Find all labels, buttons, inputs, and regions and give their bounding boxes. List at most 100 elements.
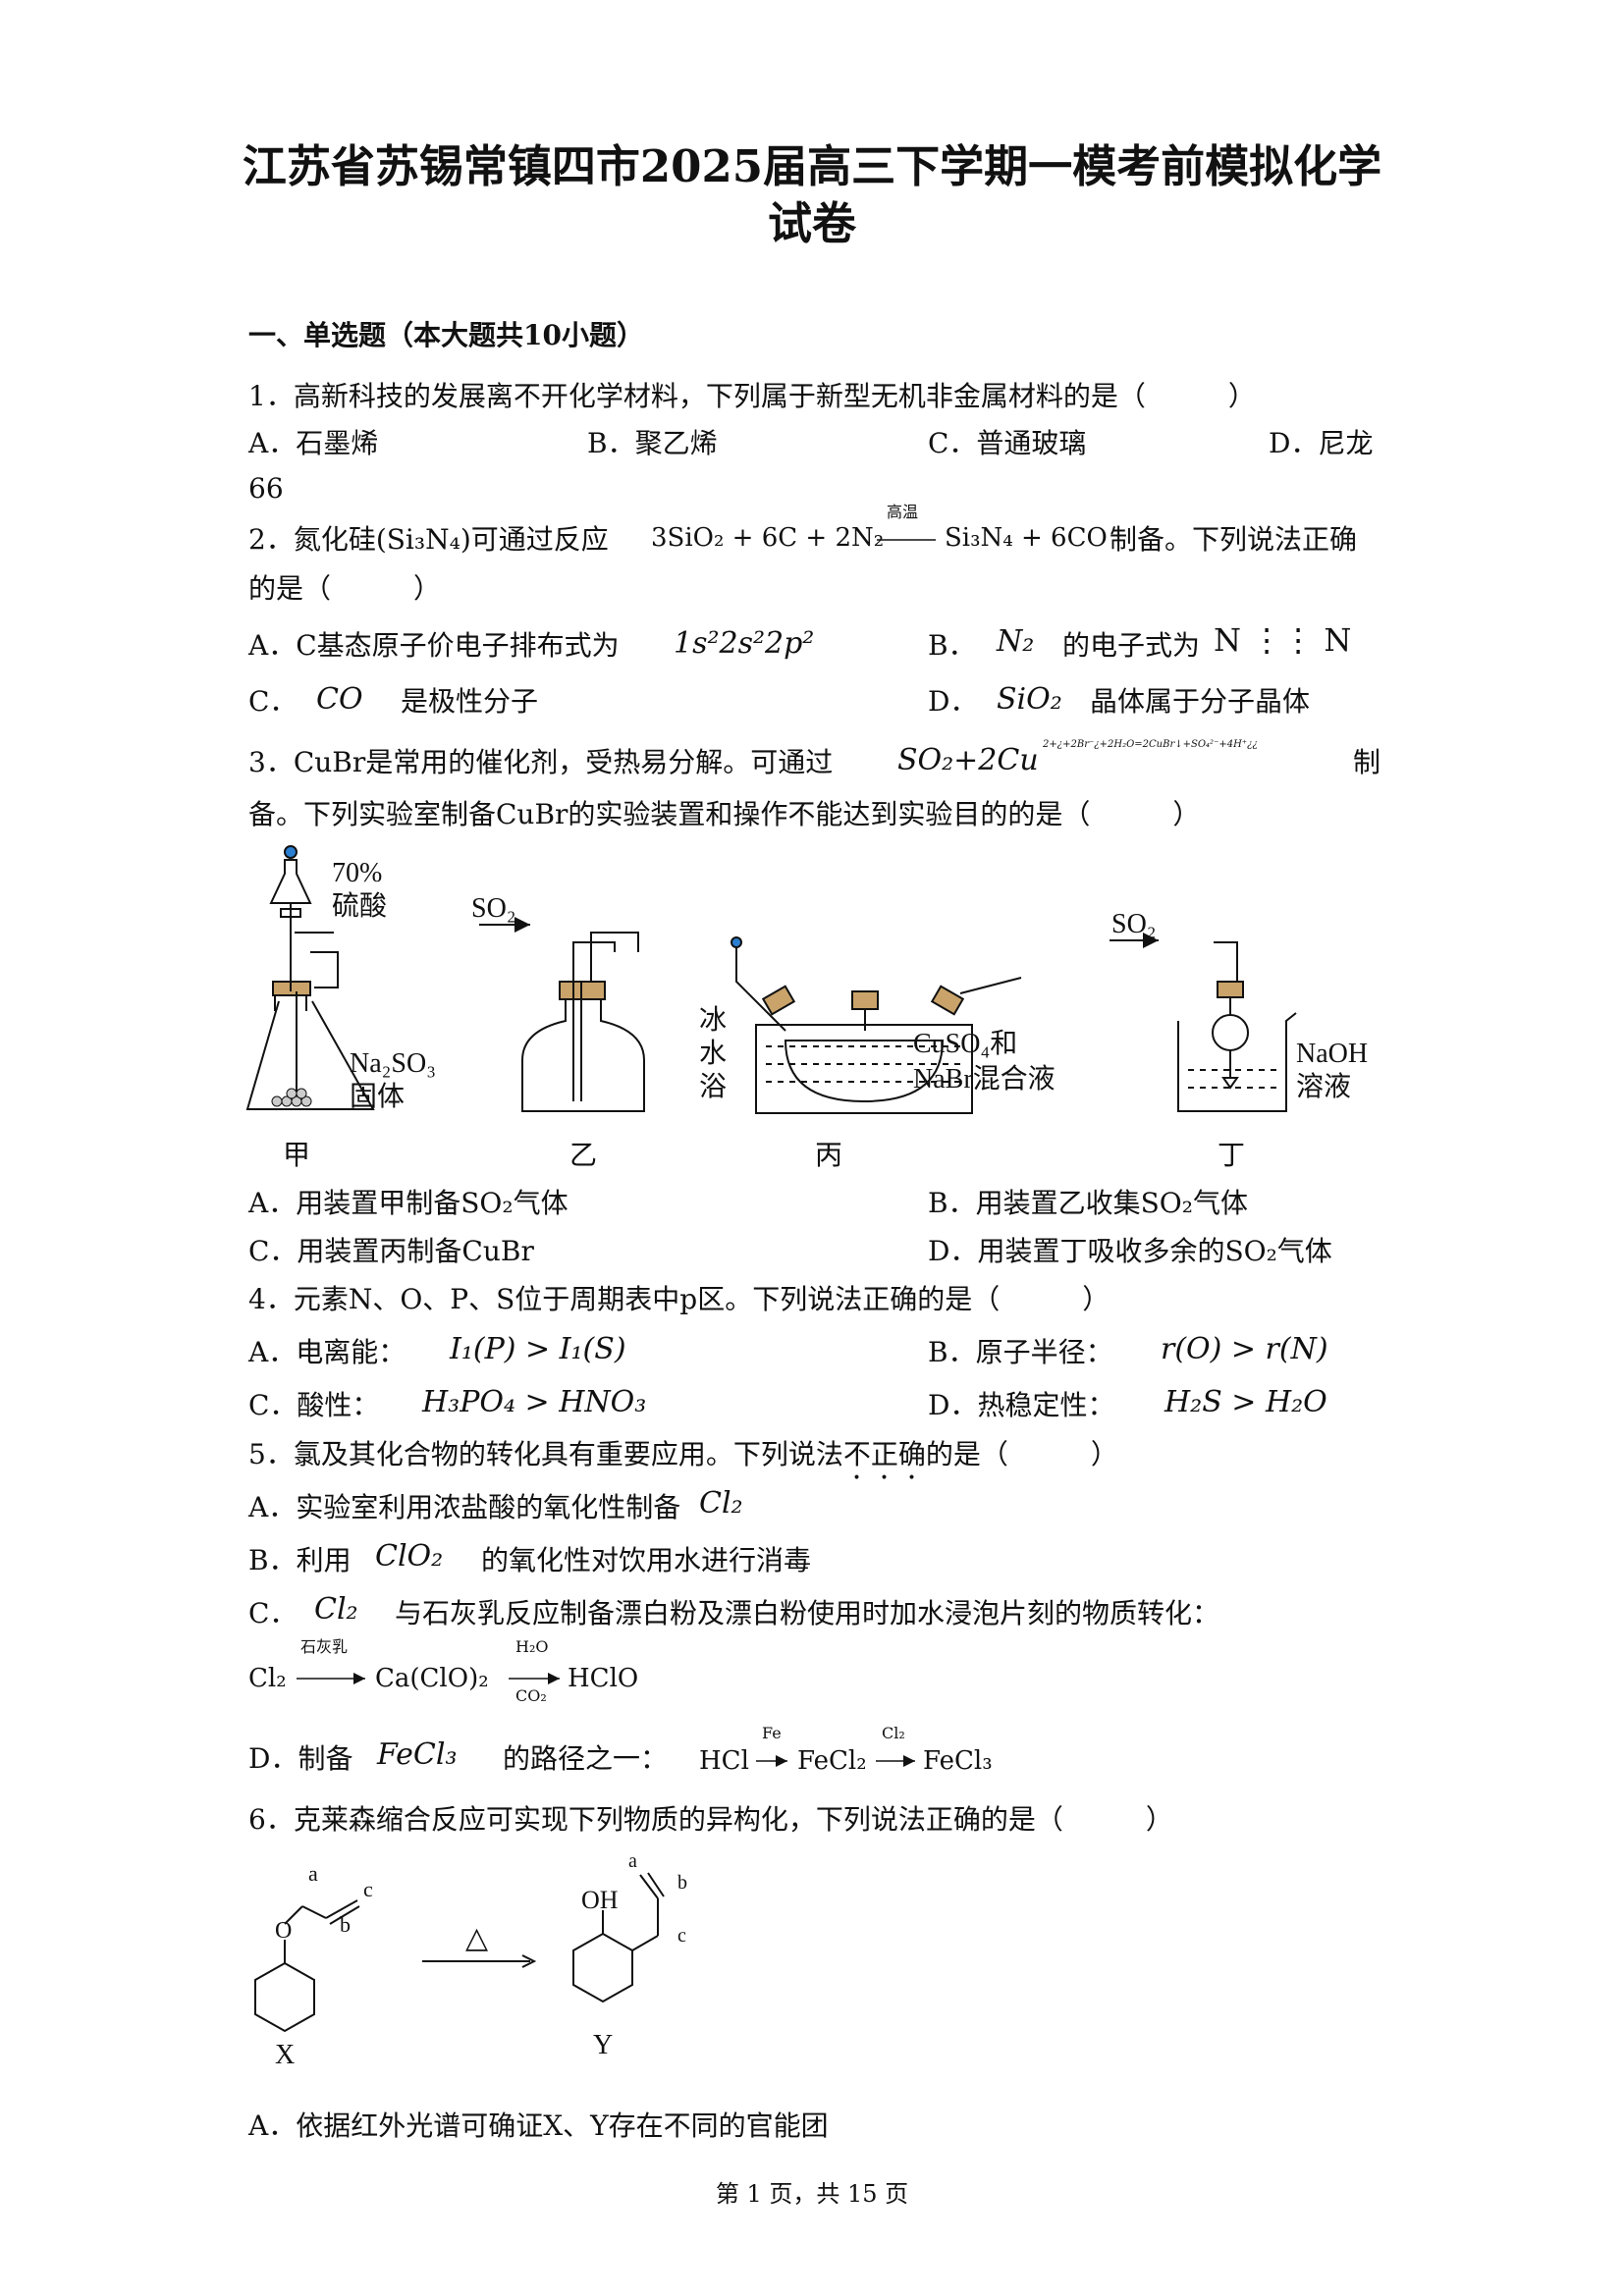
q2-option-a: A．C基态原子价电子排布式为 [248, 629, 620, 662]
label-naoh-2: 溶液 [1296, 1071, 1351, 1102]
q5-option-c-text: 与石灰乳反应制备漂白粉及漂白粉使用时加水浸泡片刻的物质转化： [395, 1597, 1220, 1629]
q4-option-a: A．电离能： [248, 1336, 406, 1368]
q2-option-b-text: 的电子式为 [1062, 629, 1201, 662]
q4-option-c-formula: H₃PO₄ > HNO₃ [422, 1385, 647, 1419]
q5-c-eq-3: HClO [568, 1664, 639, 1693]
x-label-b: b [340, 1912, 351, 1937]
q2-option-b-lewis: N ⋮⋮ N [1214, 621, 1352, 659]
q3-option-c: C．用装置丙制备CuBr [248, 1235, 534, 1267]
x-label-a: a [308, 1861, 318, 1886]
q1-option-d-cont: 66 [248, 472, 284, 505]
label-ding: 丁 [1218, 1141, 1245, 1171]
label-yi: 乙 [569, 1141, 597, 1171]
question-3-stem: 3．CuBr是常用的催化剂，受热易分解。可通过 [248, 746, 834, 778]
q5-stem-a: 5．氯及其化合物的转化具有重要应用。下列说法 [248, 1438, 843, 1470]
q5-option-b-text: 的氧化性对饮用水进行消毒 [481, 1544, 812, 1576]
q1-option-c: C．普通玻璃 [928, 427, 1087, 459]
q5-d-eq-2: FeCl₂ [797, 1746, 867, 1776]
question-2-stem-c: 的是（ ） [248, 572, 442, 605]
label-bing: 丙 [815, 1141, 842, 1171]
page-title-cont: 试卷 [767, 197, 856, 249]
question-4-stem: 4．元素N、O、P、S位于周期表中p区。下列说法正确的是（ ） [248, 1283, 1110, 1315]
q4-option-d: D．热稳定性： [928, 1389, 1115, 1421]
label-mix-2: NaBr混合液 [913, 1063, 1056, 1095]
y-label-a: a [628, 1850, 637, 1872]
q5-option-d-formula: FeCl₃ [377, 1737, 458, 1772]
q5-stem-b: 的是（ ） [925, 1438, 1118, 1470]
question-3-stem-b: 制 [1353, 746, 1381, 778]
q5-option-a: A．实验室利用浓盐酸的氧化性制备 [248, 1491, 681, 1523]
section-heading: 一、单选题（本大题共10小题） [248, 319, 644, 351]
q2-option-c: C． [248, 685, 298, 718]
q2-equation-products: Si₃N₄ + 6CO [945, 523, 1108, 553]
q5-option-b-formula: ClO₂ [375, 1539, 444, 1574]
label-ice-1: 冰 [699, 1004, 727, 1036]
heat-symbol: △ [465, 1922, 488, 1954]
q1-option-a: A．石墨烯 [248, 427, 379, 459]
q2-option-c-formula: CO [316, 682, 363, 717]
question-1-stem: 1．高新科技的发展离不开化学材料，下列属于新型无机非金属材料的是（ ） [248, 380, 1256, 412]
label-salt: Na₂SO₃ [350, 1048, 436, 1079]
y-label-oh: OH [581, 1886, 619, 1914]
label-acid: 70% [332, 858, 382, 888]
label-y: Y [593, 2030, 613, 2060]
q2-option-c-text: 是极性分子 [401, 685, 539, 718]
q3-equation: SO₂+2Cu [897, 743, 1039, 777]
q4-option-c: C．酸性： [248, 1389, 380, 1421]
question-2-stem: 2．氮化硅(Si₃N₄)可通过反应 [248, 523, 609, 556]
q3-option-a: A．用装置甲制备SO₂气体 [248, 1187, 568, 1219]
label-salt-2: 固体 [350, 1081, 405, 1112]
q5-d-arrow1-label: Fe [762, 1724, 782, 1742]
q2-option-b: B． [928, 629, 976, 662]
q2-condition: 高温 [887, 503, 919, 521]
q2-option-a-formula: 1s²2s²2p² [674, 626, 815, 661]
question-3-stem-c: 备。下列实验室制备CuBr的实验装置和操作不能达到实验目的的是（ ） [248, 798, 1201, 830]
q6-reaction-figure: a b c O △ X OH a b c Y [254, 1850, 687, 2070]
x-label-o: O [275, 1918, 292, 1944]
q5-option-c: C． [248, 1597, 298, 1629]
q5-option-d: D．制备 [248, 1742, 353, 1775]
q2-option-b-formula: N₂ [997, 624, 1035, 659]
x-label-c: c [363, 1877, 373, 1901]
q4-option-a-formula: I₁(P) > I₁(S) [450, 1332, 626, 1366]
q5-c-arrow2-top: H₂O [515, 1637, 549, 1656]
q5-stem-emphasis: 不正确 [842, 1438, 926, 1470]
q5-c-arrow1-label: 石灰乳 [300, 1637, 349, 1656]
label-jia: 甲 [283, 1141, 310, 1171]
y-label-c: c [677, 1925, 686, 1947]
q5-option-d-text: 的路径之一： [503, 1742, 669, 1775]
q1-option-b: B．聚乙烯 [587, 427, 718, 459]
label-naoh-1: NaOH [1296, 1039, 1368, 1069]
q5-d-arrow2-label: Cl₂ [882, 1724, 905, 1742]
label-so2-ding: SO₂ [1111, 909, 1157, 939]
question-5-stem: 5．氯及其化合物的转化具有重要应用。下列说法不正确的是（ ） [248, 1435, 1118, 1486]
q4-option-b-formula: r(O) > r(N) [1161, 1332, 1328, 1366]
q2-equation-reactants: 3SiO₂ + 6C + 2N₂ [651, 523, 885, 553]
q5-d-eq-3: FeCl₃ [923, 1746, 993, 1776]
q2-option-d: D． [928, 685, 978, 718]
q5-option-c-formula: Cl₂ [314, 1592, 358, 1627]
question-6-stem: 6．克莱森缩合反应可实现下列物质的异构化，下列说法正确的是（ ） [248, 1803, 1173, 1836]
label-acid-2: 硫酸 [332, 890, 387, 922]
page-footer: 第 1 页，共 15 页 [715, 2180, 909, 2208]
q5-option-b: B．利用 [248, 1544, 352, 1576]
q3-option-d: D．用装置丁吸收多余的SO₂气体 [928, 1235, 1332, 1267]
q3-apparatus-figure: 70% 硫酸 Na₂SO₃ 固体 SO₂ SO₂ 冰 水 浴 CuSO₄和 Na… [245, 845, 1368, 1171]
q6-option-a: A．依据红外光谱可确证X、Y存在不同的官能团 [248, 2109, 829, 2142]
label-x: X [275, 2040, 295, 2070]
label-ice-2: 水 [699, 1038, 727, 1069]
q5-option-a-formula: Cl₂ [699, 1486, 743, 1521]
q5-c-eq-2: Ca(ClO)₂ [375, 1664, 489, 1693]
q3-option-b: B．用装置乙收集SO₂气体 [928, 1187, 1248, 1219]
page-title: 江苏省苏锡常镇四市2025届高三下学期一模考前模拟化学 [242, 140, 1382, 192]
q5-arrows [297, 1673, 915, 1767]
label-ice-3: 浴 [699, 1071, 727, 1102]
q4-option-b: B．原子半径： [928, 1336, 1113, 1368]
q2-option-d-formula: SiO₂ [997, 682, 1062, 717]
label-so2-yi: SO₂ [471, 893, 516, 924]
y-label-b: b [677, 1872, 687, 1894]
q3-equation-tail: 2+¿+2Br⁻¿+2H₂O=2CuBr↓+SO₄²⁻+4H⁺¿¿ [1043, 739, 1258, 750]
q5-d-eq-1: HCl [699, 1746, 749, 1776]
q2-arrow [877, 539, 936, 541]
question-2-stem-b: 制备。下列说法正确 [1110, 523, 1358, 556]
